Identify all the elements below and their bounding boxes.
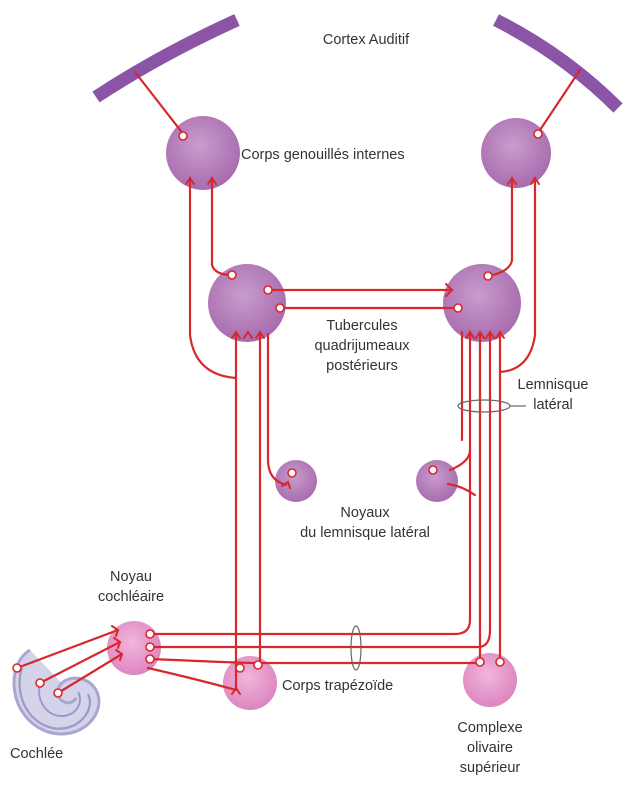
cortex-arc-right (496, 20, 618, 108)
label-nll-line-1: Noyaux (270, 503, 460, 523)
label-ic: Tubercules quadrijumeaux postérieurs (292, 316, 432, 376)
nll-right-nucleus (416, 460, 458, 502)
ic-left-nucleus (208, 264, 286, 342)
label-cn: Noyau cochléaire (86, 567, 176, 607)
label-ic-line-1: Tubercules (292, 316, 432, 336)
label-cortex: Cortex Auditif (286, 30, 446, 50)
label-soc-line-2: olivaire (440, 738, 540, 758)
lateral-lemniscus-bundle-marker (458, 400, 510, 412)
label-soc-line-3: supérieur (440, 758, 540, 778)
label-ic-line-3: postérieurs (292, 356, 432, 376)
label-trapezoid: Corps trapézoïde (282, 676, 393, 696)
label-cochlea: Cochlée (10, 744, 63, 764)
label-ll-line-1: Lemnisque (508, 375, 598, 395)
label-cn-line-2: cochléaire (86, 587, 176, 607)
label-ll-line-2: latéral (508, 395, 598, 415)
label-soc: Complexe olivaire supérieur (440, 718, 540, 778)
cortex-arc-left (96, 20, 237, 97)
nll-left-nucleus (275, 460, 317, 502)
label-cn-line-1: Noyau (86, 567, 176, 587)
synapses (112, 178, 539, 694)
label-nll-line-2: du lemnisque latéral (270, 523, 460, 543)
ic-right-nucleus (443, 264, 521, 342)
label-mgb: Corps genouillés internes (241, 145, 405, 165)
label-ll: Lemnisque latéral (508, 375, 598, 415)
label-ic-line-2: quadrijumeaux (292, 336, 432, 356)
label-nll: Noyaux du lemnisque latéral (270, 503, 460, 543)
soc-nucleus (463, 653, 517, 707)
label-soc-line-1: Complexe (440, 718, 540, 738)
